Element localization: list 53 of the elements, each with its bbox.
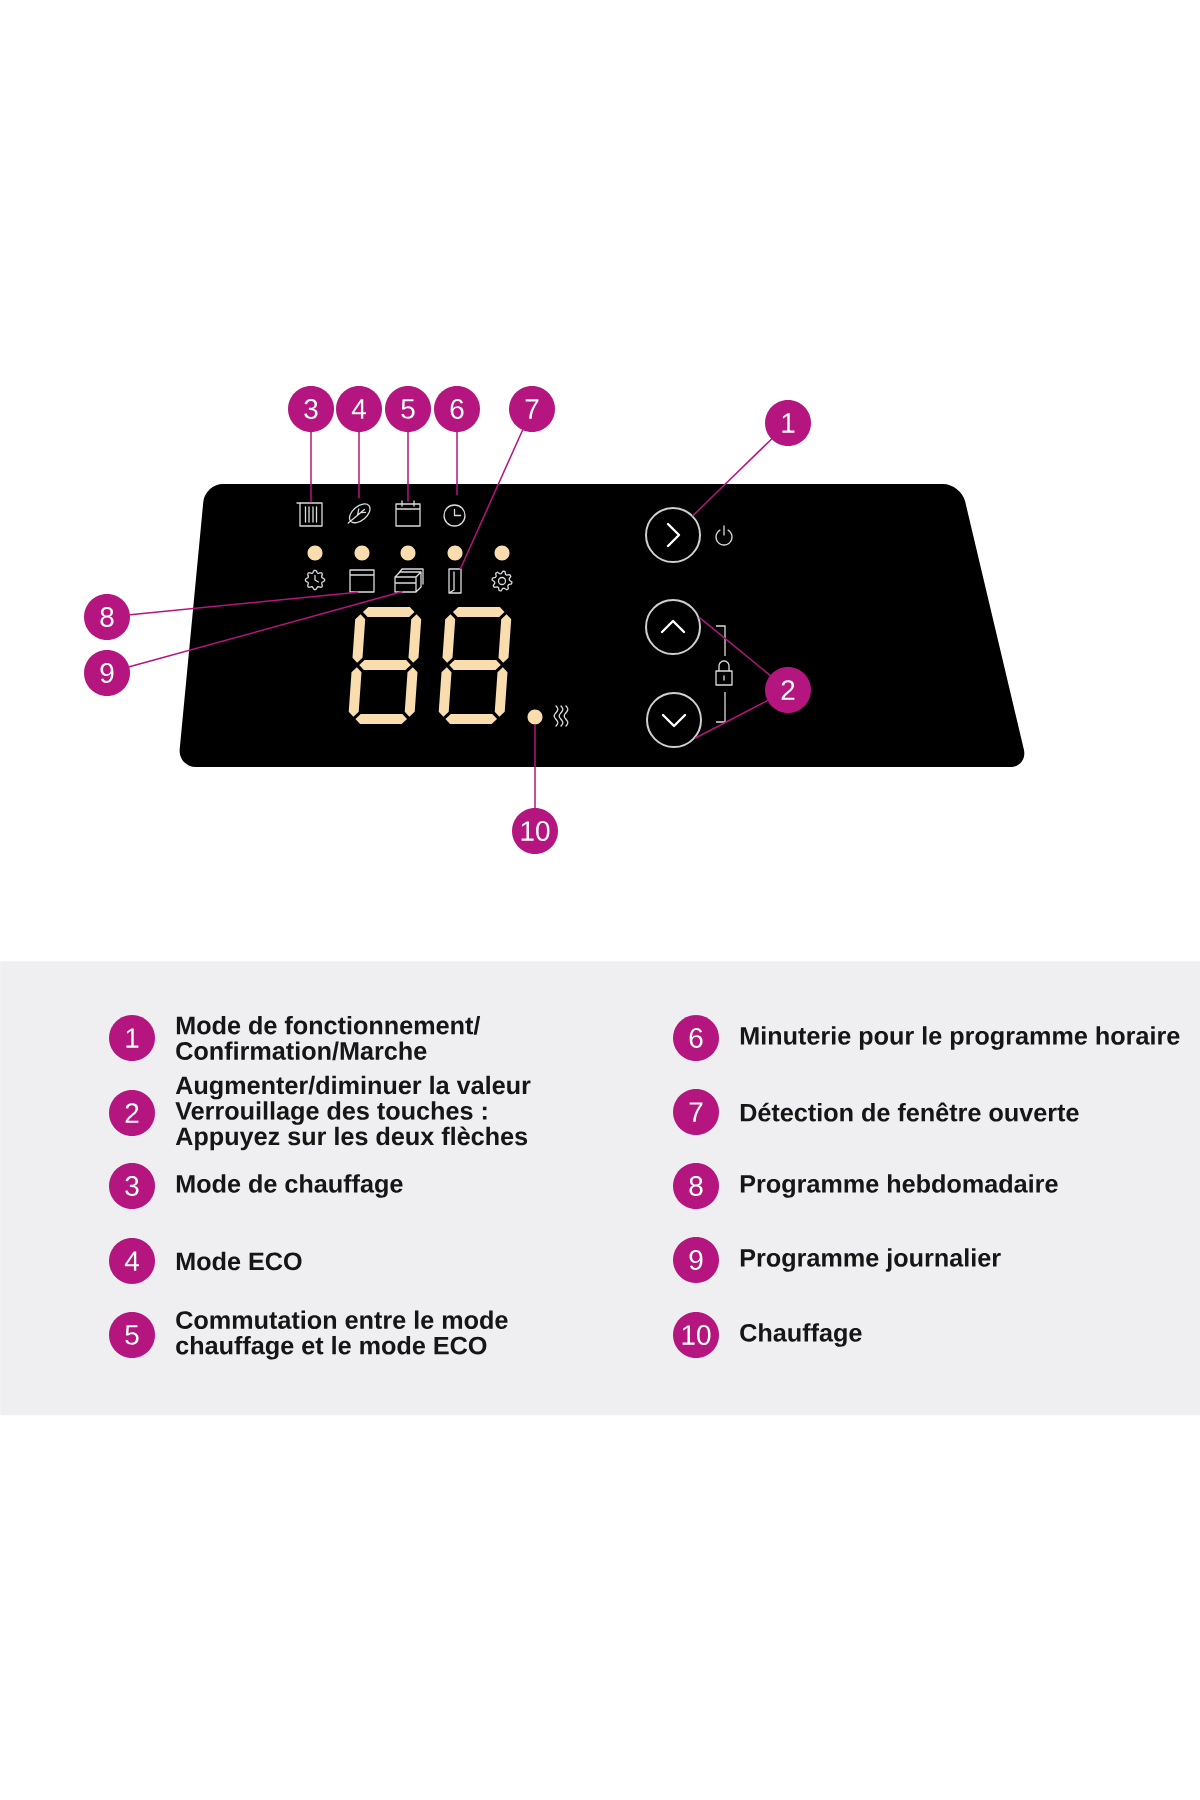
description-text: Mode ECO <box>176 1251 302 1271</box>
callout-number: 2 <box>109 1090 155 1136</box>
callout-number: 4 <box>109 1238 155 1284</box>
legend-panel <box>0 961 1200 1416</box>
stacked-boxes-icon <box>394 568 424 593</box>
callout-number: 9 <box>673 1237 719 1283</box>
callout-number: 7 <box>509 386 555 432</box>
callout-number: 1 <box>109 1015 155 1061</box>
description-text: Détection de fenêtre ouverte <box>740 1102 1079 1122</box>
callout-number: 3 <box>109 1163 155 1209</box>
clock-icon <box>443 504 466 527</box>
callout-number: 4 <box>336 386 382 432</box>
callout-number: 10 <box>673 1312 719 1358</box>
chevron-button <box>645 507 701 563</box>
leader-line <box>534 723 536 809</box>
leader-line <box>310 431 312 503</box>
indicator-dot <box>527 709 543 725</box>
window-icon <box>349 569 375 593</box>
callout-number: 1 <box>765 400 811 446</box>
description-text: Programme hebdomadaire <box>740 1174 1058 1198</box>
leader-line <box>129 591 359 616</box>
callout-number: 3 <box>288 386 334 432</box>
callout-number: 10 <box>512 808 558 854</box>
callout-number: 7 <box>673 1089 719 1135</box>
description-text: Augmenter/diminuer la valeur Verrouillage des touches : Appuyez sur les deux flèches <box>175 1075 531 1151</box>
calendar-icon <box>395 500 421 527</box>
description-text: Programme journalier <box>740 1248 1001 1272</box>
door-icon <box>448 568 462 594</box>
callout-number: 5 <box>385 386 431 432</box>
leader-line <box>692 438 773 517</box>
description-text: Mode de chauffage <box>176 1174 403 1198</box>
description-text: Mode de fonctionnement/ Confirmation/Marche <box>176 1015 481 1061</box>
radiator-icon <box>296 502 323 527</box>
chevron-button <box>645 599 701 655</box>
callout-number: 6 <box>434 386 480 432</box>
callout-number: 9 <box>84 650 130 696</box>
callout-number: 6 <box>673 1015 719 1061</box>
callout-number: 5 <box>109 1312 155 1358</box>
leader-line <box>459 429 524 570</box>
leader-line <box>358 431 360 499</box>
description-text: Minuterie pour le programme horaire <box>740 1026 1180 1050</box>
description-text: Chauffage <box>740 1323 862 1347</box>
description-text: Commutation entre le mode chauffage et le mode ECO <box>176 1310 508 1360</box>
callout-number: 8 <box>673 1163 719 1209</box>
leader-line <box>407 431 409 503</box>
leader-line <box>128 590 403 668</box>
chevron-button <box>646 692 702 748</box>
leaf-icon <box>347 503 371 524</box>
leader-line <box>698 616 771 677</box>
callout-number: 2 <box>765 667 811 713</box>
callout-number: 8 <box>84 594 130 640</box>
leader-line <box>456 431 458 496</box>
leader-line <box>694 699 769 739</box>
